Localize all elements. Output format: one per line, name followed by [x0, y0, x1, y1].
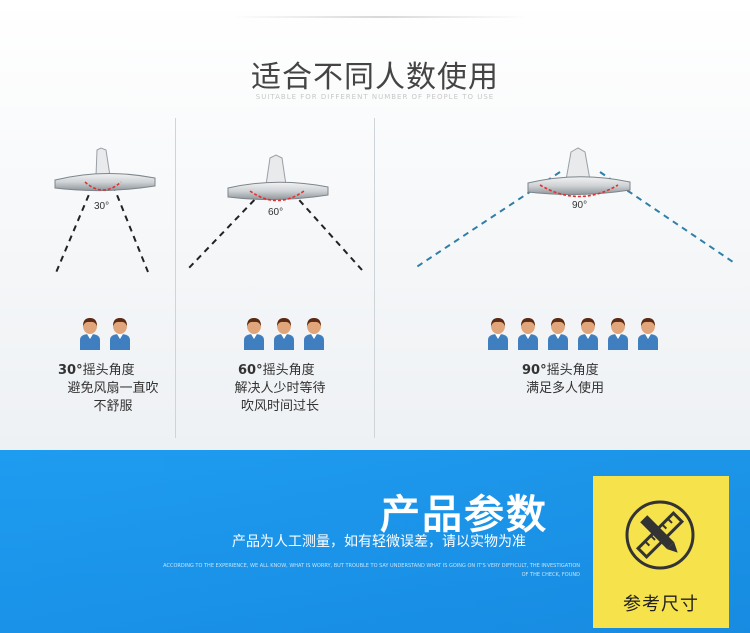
- panel-divider-1: [175, 118, 176, 438]
- usage-section: [0, 0, 750, 450]
- angle-mark-30: 30°: [94, 201, 109, 212]
- section-subtitle: SUITABLE FOR DIFFERENT NUMBER OF PEOPLE …: [255, 93, 495, 101]
- desc-line: 吹风时间过长: [240, 399, 319, 414]
- angle-arc: [249, 190, 305, 202]
- reference-size-label: 参考尺寸: [623, 594, 699, 615]
- angle-text: 摇头角度: [262, 363, 315, 378]
- fan-60-diagram: 60°: [186, 154, 363, 271]
- section-title: 适合不同人数使用: [251, 60, 499, 95]
- fan-stem: [265, 154, 287, 186]
- people-group-60: [242, 316, 326, 350]
- angle-arc: [539, 184, 619, 198]
- fan-90-diagram: 90°: [414, 147, 734, 269]
- person-icon: [244, 318, 264, 350]
- dashed-line-left: [414, 171, 561, 269]
- angle-mark-90: 90°: [572, 200, 587, 211]
- desc-line: 不舒服: [93, 399, 133, 414]
- desc-30: 避免风扇一直吹 不舒服: [58, 380, 168, 416]
- desc-line: 避免风扇一直吹: [67, 381, 159, 396]
- dashed-line-right: [291, 191, 363, 271]
- person-icon: [304, 318, 324, 350]
- angle-text: 摇头角度: [82, 363, 135, 378]
- fan-head: [227, 181, 329, 201]
- people-group-90: [486, 316, 660, 350]
- person-icon: [518, 318, 538, 350]
- fan-stem: [95, 147, 111, 177]
- dashed-line-right: [112, 184, 149, 273]
- angle-text: 摇头角度: [546, 363, 599, 378]
- params-title: 产品参数: [380, 492, 548, 538]
- angle-label-60: 60°摇头角度: [238, 359, 315, 378]
- desc-60: 解决人少时等待 吹风时间过长: [220, 380, 340, 416]
- desc-90: 满足多人使用: [505, 380, 625, 398]
- desc-line: 满足多人使用: [525, 381, 604, 396]
- person-icon: [608, 318, 628, 350]
- angle-value: 60°: [238, 363, 263, 378]
- fan-head: [527, 176, 631, 196]
- angle-arc: [84, 181, 122, 191]
- person-icon: [80, 318, 100, 350]
- params-fine-print: ACCORDING TO THE EXPERIENCE, WE ALL KNOW…: [163, 563, 580, 578]
- panel-divider-2: [374, 118, 375, 438]
- person-icon: [548, 318, 568, 350]
- fan-30-diagram: 30°: [54, 147, 156, 276]
- reference-size-box: 参考尺寸: [593, 476, 729, 628]
- dashed-line-left: [54, 184, 94, 276]
- people-group-30: [78, 316, 132, 350]
- person-icon: [488, 318, 508, 350]
- angle-mark-60: 60°: [268, 207, 283, 218]
- params-note: 产品为人工测量，如有轻微误差，请以实物为准: [232, 534, 526, 550]
- person-icon: [274, 318, 294, 350]
- angle-label-90: 90°摇头角度: [522, 359, 599, 378]
- person-icon: [578, 318, 598, 350]
- dashed-line-left: [186, 191, 263, 271]
- angle-value: 30°: [58, 363, 83, 378]
- angle-label-30: 30°摇头角度: [58, 359, 135, 378]
- fan-stem: [565, 147, 591, 181]
- fan-head: [54, 172, 156, 192]
- top-divider-line: [230, 16, 530, 18]
- ruler-pencil-icon: [625, 500, 695, 570]
- desc-line: 解决人少时等待: [234, 381, 326, 396]
- fan-diagrams: 30° 60° 90°: [54, 147, 734, 276]
- angle-value: 90°: [522, 363, 547, 378]
- person-icon: [638, 318, 658, 350]
- person-icon: [110, 318, 130, 350]
